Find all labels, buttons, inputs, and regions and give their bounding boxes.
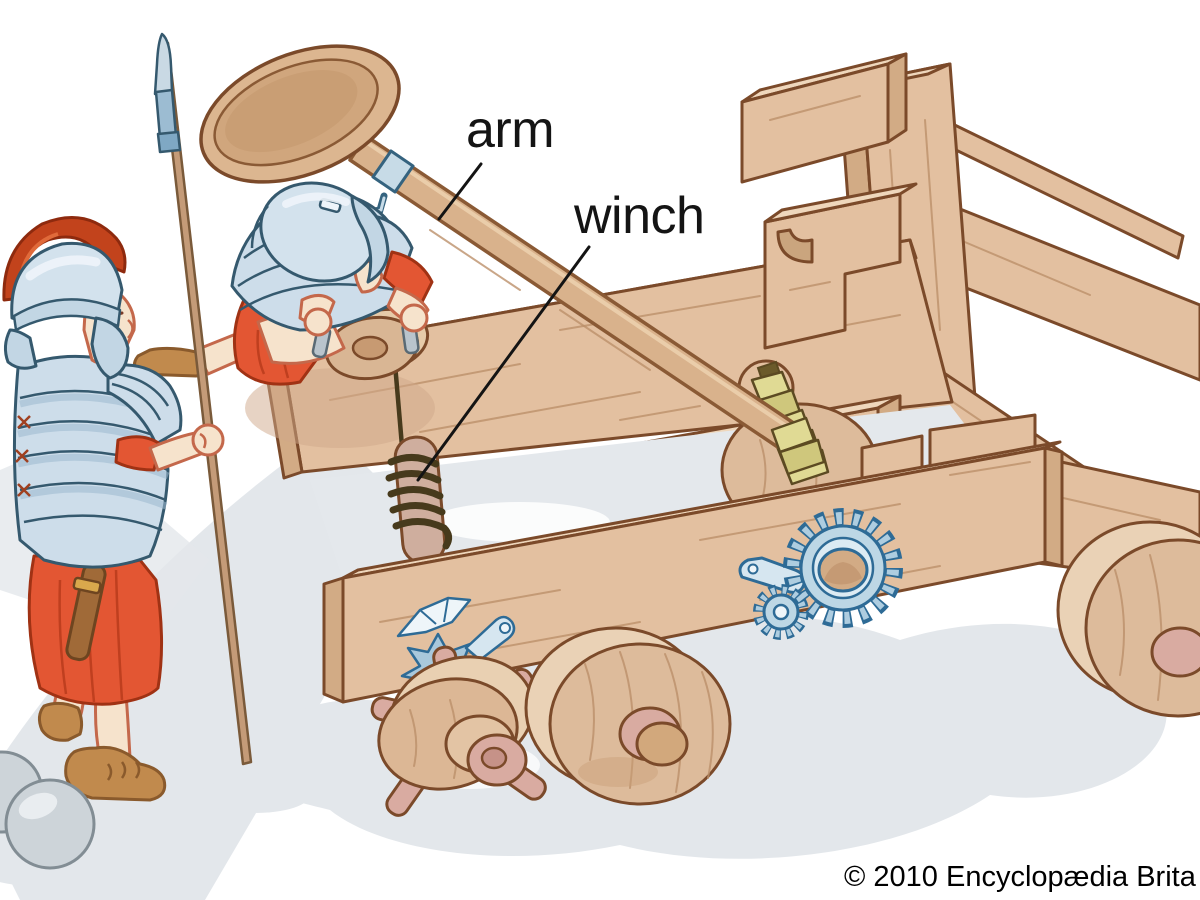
crouching-helmet (250, 181, 390, 284)
winch-leader-line (416, 245, 591, 482)
front-wheel (524, 626, 732, 806)
fist (191, 423, 225, 457)
gear-large (783, 508, 903, 628)
right-wheel (1056, 520, 1200, 718)
gear-small (753, 584, 809, 640)
label-winch: winch (574, 187, 705, 245)
spear (153, 32, 253, 766)
arm-metal-band (371, 149, 415, 194)
arm-leader-line (437, 162, 483, 221)
label-arm: arm (466, 101, 555, 159)
torsion-front-loops (770, 416, 826, 476)
crested-helmet (2, 216, 130, 380)
copyright-text: © 2010 Encyclopædia Brita (844, 861, 1196, 893)
capstan-wheel (370, 645, 547, 817)
standing-legionary (2, 32, 253, 802)
spear-tip (153, 32, 174, 96)
spoon-bowl (199, 44, 401, 184)
stone-shot (0, 750, 96, 870)
crouching-legionary (133, 181, 434, 386)
ratchet-gears (738, 508, 903, 640)
catapult-arm (199, 44, 812, 460)
armor-lacing (15, 415, 31, 497)
